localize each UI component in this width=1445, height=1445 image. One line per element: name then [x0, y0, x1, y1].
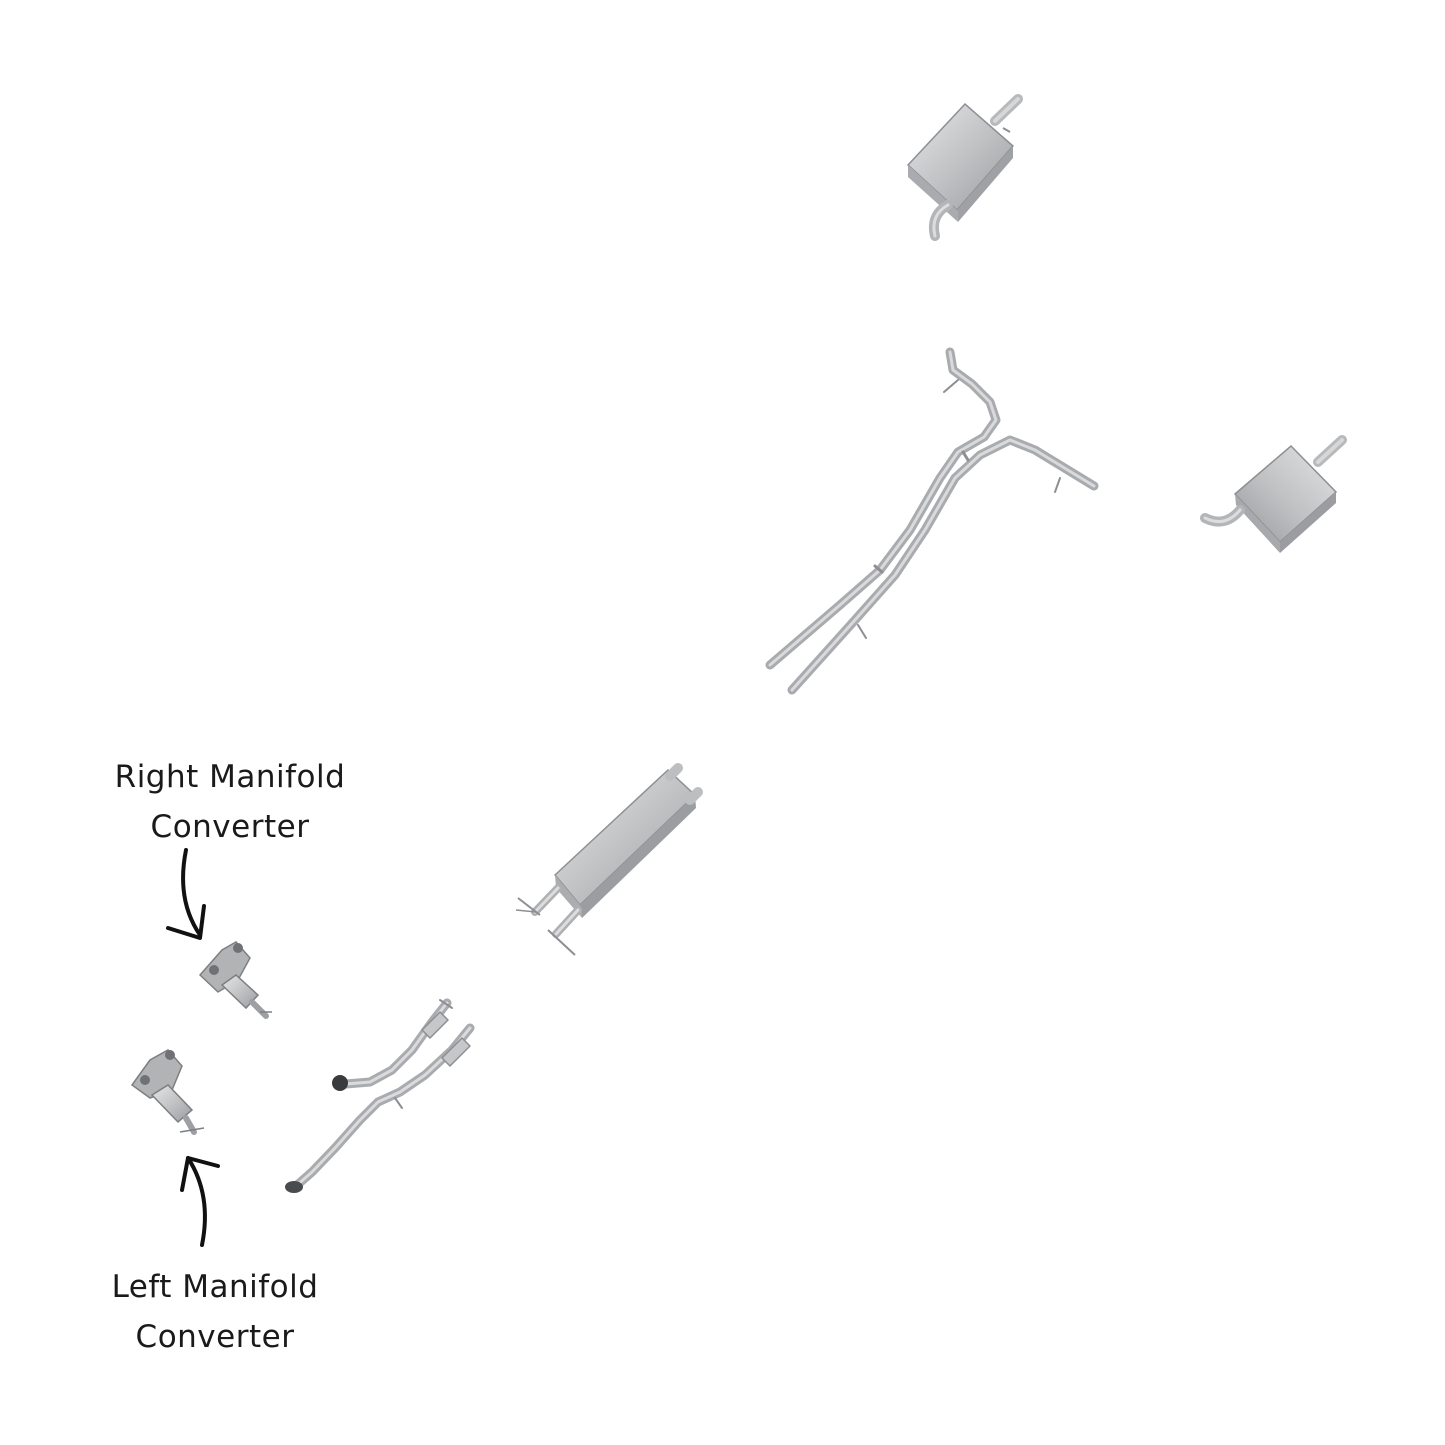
left-manifold-converter — [130, 1049, 205, 1135]
rear-muffler-upper — [906, 94, 1023, 241]
left-manifold-converter-label: Left Manifold Converter — [45, 1262, 385, 1362]
right-manifold-converter — [198, 941, 272, 1019]
front-pipe-lower — [285, 1023, 475, 1193]
right-manifold-converter-label: Right Manifold Converter — [60, 752, 400, 852]
right-label-line2: Converter — [150, 809, 310, 845]
right-label-line1: Right Manifold — [114, 759, 346, 795]
y-pipe-assembly — [765, 347, 1099, 695]
front-pipe-upper — [332, 998, 453, 1091]
center-muffler — [515, 763, 703, 956]
right-converter-arrow — [166, 848, 206, 940]
left-converter-arrow — [180, 1156, 220, 1247]
rear-muffler-right — [1200, 435, 1347, 553]
left-label-line2: Converter — [135, 1319, 295, 1355]
left-label-line1: Left Manifold — [111, 1269, 319, 1305]
